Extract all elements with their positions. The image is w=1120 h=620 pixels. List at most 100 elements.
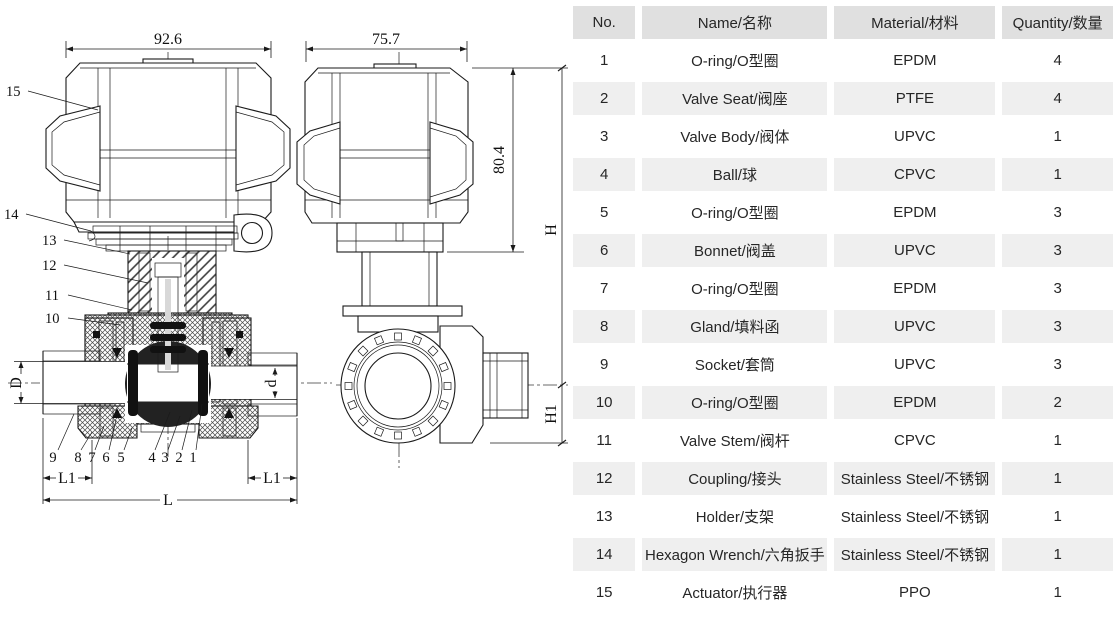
side-width-value: 75.7: [372, 31, 400, 48]
dim-actuator-height: 80.4: [447, 67, 568, 253]
table-row: 14 Hexagon Wrench/六角扳手 Stainless Steel/不…: [573, 538, 1113, 571]
dim-heights: H H1: [490, 64, 568, 447]
actuator-height-value: 80.4: [491, 146, 508, 174]
table-row: 13 Holder/支架 Stainless Steel/不锈钢 1: [573, 500, 1113, 533]
cell-name: Coupling/接头: [642, 462, 828, 495]
cell-quantity: 3: [1053, 280, 1062, 297]
cell-material: EPDM: [834, 386, 996, 419]
cell-no: 6: [573, 234, 636, 267]
callout-4: 4: [148, 450, 156, 466]
cell-material: CPVC: [894, 432, 936, 449]
callout-15: 15: [6, 84, 21, 100]
cell-quantity: 1: [1053, 432, 1062, 449]
dim-lengths: L1 L1 L: [42, 418, 298, 509]
cell-material: UPVC: [834, 310, 996, 343]
callout-8: 8: [74, 450, 81, 466]
callout-5: 5: [117, 450, 124, 466]
cell-no: 14: [573, 538, 636, 571]
table-row: 3 Valve Body/阀体 UPVC 1: [573, 120, 1113, 153]
cell-no: 15: [595, 584, 613, 601]
ball: [125, 341, 211, 427]
cell-name: Valve Body/阀体: [680, 129, 790, 146]
cell-name: Bonnet/阀盖: [642, 234, 828, 267]
table-row: 9 Socket/套筒 UPVC 3: [573, 348, 1113, 381]
cell-quantity: 2: [1002, 386, 1113, 419]
inner-diameter-label: d: [263, 380, 280, 388]
side-view: 75.7 80.4 H H1: [296, 31, 568, 468]
total-length: L: [163, 492, 173, 509]
cell-quantity: 1: [1002, 538, 1113, 571]
callout-1: 1: [189, 450, 196, 466]
cell-no: 5: [600, 204, 609, 221]
cell-no: 7: [600, 280, 609, 297]
cell-no: 9: [600, 356, 609, 373]
cell-material: CPVC: [834, 158, 996, 191]
cell-material: Stainless Steel/不锈钢: [840, 509, 990, 526]
dim-front-width: 92.6: [65, 31, 272, 58]
cell-name: Hexagon Wrench/六角扳手: [642, 538, 828, 571]
cell-name: O-ring/O型圈: [691, 281, 779, 298]
table-row: 1 O-ring/O型圈 EPDM 4: [573, 44, 1113, 77]
hexagon-wrench: [233, 213, 273, 253]
cell-name: Valve Stem/阀杆: [680, 433, 790, 450]
table-row: 6 Bonnet/阀盖 UPVC 3: [573, 234, 1113, 267]
dim-inner-diameter: d: [263, 368, 280, 398]
left-callouts: 15 14 13 12 11 10: [4, 84, 149, 327]
cell-quantity: 1: [1002, 158, 1113, 191]
cell-quantity: 3: [1002, 310, 1113, 343]
cell-quantity: 1: [1053, 128, 1062, 145]
cell-no: 13: [595, 508, 613, 525]
callout-10: 10: [45, 311, 60, 327]
column-header-no: No.: [573, 6, 636, 39]
cell-name: Holder/支架: [695, 509, 775, 526]
callout-3: 3: [161, 450, 168, 466]
cell-material: EPDM: [893, 280, 937, 297]
socket-length-left: L1: [58, 470, 76, 487]
cell-no: 4: [573, 158, 636, 191]
cell-material: EPDM: [893, 52, 937, 69]
cell-name: Ball/球: [642, 158, 828, 191]
holder-block: [127, 250, 217, 314]
seal-details: [93, 331, 243, 418]
parts-table: No. Name/名称 Material/材料 Quantity/数量 1 O-…: [566, 1, 1120, 614]
cell-no: 2: [573, 82, 636, 115]
table-header-row: No. Name/名称 Material/材料 Quantity/数量: [573, 6, 1113, 39]
callout-14: 14: [4, 207, 19, 223]
cell-material: Stainless Steel/不锈钢: [834, 462, 996, 495]
table-row: 8 Gland/填料函 UPVC 3: [573, 310, 1113, 343]
dim-outer-diameter: D: [8, 361, 43, 404]
cell-quantity: 3: [1053, 204, 1062, 221]
table-row: 5 O-ring/O型圈 EPDM 3: [573, 196, 1113, 229]
table-row: 15 Actuator/执行器 PPO 1: [573, 576, 1113, 609]
table-row: 12 Coupling/接头 Stainless Steel/不锈钢 1: [573, 462, 1113, 495]
cell-name: Socket/套筒: [694, 357, 775, 374]
cell-material: PTFE: [834, 82, 996, 115]
cell-quantity: 3: [1002, 234, 1113, 267]
cell-quantity: 1: [1053, 508, 1062, 525]
union-nut-end-view: [340, 328, 456, 444]
table-row: 11 Valve Stem/阀杆 CPVC 1: [573, 424, 1113, 457]
cell-name: O-ring/O型圈: [642, 386, 828, 419]
callout-2: 2: [175, 450, 182, 466]
cell-name: O-ring/O型圈: [691, 205, 779, 222]
actuator-front: [45, 58, 291, 233]
cell-material: EPDM: [893, 204, 937, 221]
cell-no: 12: [573, 462, 636, 495]
cell-name: Actuator/执行器: [682, 585, 788, 602]
callout-9: 9: [49, 450, 56, 466]
cell-no: 10: [573, 386, 636, 419]
cell-material: PPO: [899, 584, 931, 601]
table-row: 7 O-ring/O型圈 EPDM 3: [573, 272, 1113, 305]
cell-no: 3: [600, 128, 609, 145]
cell-material: UPVC: [894, 128, 936, 145]
holder-bracket: [87, 225, 239, 252]
callout-13: 13: [42, 233, 57, 249]
column-header-material: Material/材料: [834, 6, 996, 39]
bonnet-stack-side: [336, 222, 463, 333]
actuator-side: [296, 63, 474, 224]
valve-stem: [150, 262, 186, 373]
cell-name: Gland/填料函: [642, 310, 828, 343]
cell-no: 1: [600, 52, 609, 69]
cell-name: Valve Seat/阀座: [642, 82, 828, 115]
callout-11: 11: [45, 288, 59, 304]
